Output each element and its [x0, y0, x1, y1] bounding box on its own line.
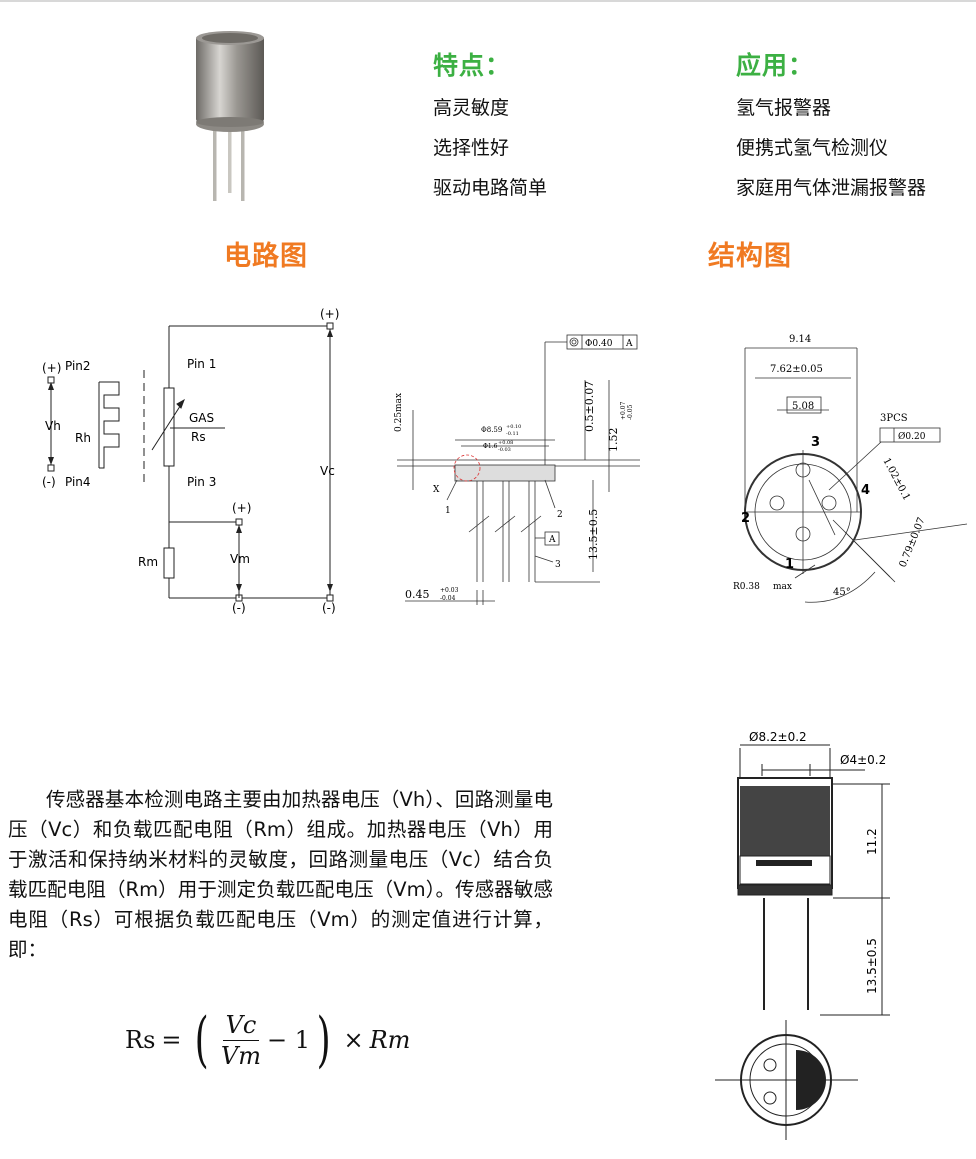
- features-title: 特点：: [433, 51, 512, 80]
- applications-block: 应用： 氢气报警器 便携式氢气检测仪 家庭用气体泄漏报警器: [736, 46, 926, 212]
- feature-item: 高灵敏度: [433, 97, 510, 119]
- side-dimension-drawing: 0.25max Φ0.40 A 0.5±0.07 1.52 +0.07 -0.0…: [394, 334, 640, 605]
- pin-number: 1: [785, 557, 794, 572]
- pin-number: 3: [811, 435, 820, 450]
- pcs-label: 3PCS: [880, 413, 908, 424]
- formula-equals: =: [161, 1026, 182, 1054]
- circuit-section-title: 电路图: [224, 241, 308, 272]
- rs-formula: Rs = ( Vc Vm − 1 ) × Rm: [125, 1010, 410, 1070]
- sensor-photo: [196, 31, 264, 201]
- outline-dimension-drawing: Ø8.2±0.2 Ø4±0.2 11.2 13.5±0.5: [715, 730, 890, 1140]
- pin3-label: Pin 3: [187, 475, 216, 489]
- pin-number: 2: [741, 511, 750, 526]
- dim-tol-up: +0.10: [506, 424, 521, 430]
- pin2-label: Pin2: [65, 359, 91, 373]
- rs-label: Rs: [191, 430, 206, 444]
- position-tol-label: Ø0.20: [898, 431, 926, 442]
- rh-label: Rh: [75, 431, 91, 445]
- diameter-label: Ø8.2±0.2: [749, 730, 807, 744]
- bottom-dimension-drawing: 9.14 7.62±0.05 5.08 3PCS Ø0.20 1.02±0.1 …: [733, 334, 968, 603]
- circuit-diagram: (+) Pin2 (-) Pin4 Vh Rh Pin 1 GAS Rs Pin…: [42, 307, 339, 615]
- formula-numerator: Vc: [222, 1011, 260, 1041]
- detail-x-label: X: [433, 485, 440, 495]
- length-label: 13.5±0.5: [587, 509, 600, 560]
- dim-label: 1.02±0.1: [880, 456, 912, 502]
- application-item: 氢气报警器: [736, 97, 832, 119]
- radius-label: R0.38: [733, 582, 760, 592]
- callout-3: 3: [555, 560, 561, 570]
- gas-label: GAS: [189, 411, 214, 425]
- dim-label: Φ1.6: [483, 443, 498, 450]
- diameter-label: Ø4±0.2: [840, 753, 886, 767]
- height-max-label: 0.25max: [394, 393, 404, 432]
- vc-label: Vc: [320, 464, 335, 478]
- pin-length-label: 13.5±0.5: [865, 938, 879, 994]
- angle-label: 45°: [833, 587, 851, 598]
- plus-label: (+): [320, 307, 339, 321]
- dim-tol-up: +0.08: [498, 440, 513, 446]
- tolerance-label: Φ0.40: [585, 339, 613, 349]
- minus-label: (-): [322, 601, 336, 615]
- plus-label: (+): [232, 501, 251, 515]
- applications-title: 应用：: [736, 51, 815, 80]
- plus-label: (+): [42, 361, 61, 375]
- structure-section-title: 结构图: [708, 241, 792, 272]
- feature-item: 选择性好: [433, 137, 510, 159]
- formula-open-paren: (: [194, 1005, 209, 1075]
- pin-dia-tol-up: +0.03: [440, 587, 459, 594]
- formula-times: ×: [343, 1026, 364, 1054]
- application-item: 家庭用气体泄漏报警器: [736, 177, 927, 199]
- dim-tol-down: -0.03: [498, 447, 511, 453]
- dim-label: 9.14: [789, 334, 811, 345]
- dim-label: 0.79±0.07: [898, 516, 928, 569]
- pin-number: 4: [861, 483, 870, 498]
- rm-label: Rm: [138, 555, 158, 569]
- pin-dia-label: 0.45: [405, 588, 430, 601]
- formula-lhs: Rs: [125, 1026, 156, 1054]
- formula-rm: Rm: [369, 1026, 411, 1054]
- pin-dia-tol-down: -0.04: [440, 595, 456, 602]
- datum-label: A: [548, 535, 556, 545]
- application-item: 便携式氢气检测仪: [736, 137, 889, 159]
- radius-max-label: max: [773, 582, 792, 592]
- top-divider: [0, 0, 976, 2]
- pin4-label: Pin4: [65, 475, 91, 489]
- datum-label: A: [625, 339, 633, 349]
- vh-label: Vh: [45, 419, 61, 433]
- dim-label: 0.5±0.07: [583, 381, 596, 432]
- description-text: 传感器基本检测电路主要由加热器电压（Vh）、回路测量电压（Vc）和负载匹配电阻（…: [8, 788, 553, 961]
- callout-2: 2: [557, 510, 563, 520]
- description-paragraph: 传感器基本检测电路主要由加热器电压（Vh）、回路测量电压（Vc）和负载匹配电阻（…: [8, 785, 553, 965]
- height-label: 11.2: [865, 828, 879, 855]
- dim-label: 1.52: [607, 428, 620, 453]
- dim-label: Φ8.59: [481, 426, 502, 434]
- dim-label: 7.62±0.05: [770, 364, 823, 375]
- formula-close-paren: ): [316, 1005, 331, 1075]
- formula-fraction: Vc Vm: [221, 1011, 261, 1070]
- minus-label: (-): [42, 475, 56, 489]
- dim-label: 5.08: [792, 401, 814, 412]
- callout-1: 1: [445, 506, 451, 516]
- dim-tol-up: +0.07: [620, 401, 627, 420]
- features-block: 特点： 高灵敏度 选择性好 驱动电路简单: [433, 46, 547, 212]
- formula-denominator: Vm: [220, 1041, 262, 1070]
- minus-label: (-): [232, 601, 246, 615]
- dim-tol-down: -0.05: [627, 404, 634, 420]
- vm-label: Vm: [230, 552, 250, 566]
- pin1-label: Pin 1: [187, 357, 216, 371]
- formula-minus-one: − 1: [267, 1026, 311, 1054]
- feature-item: 驱动电路简单: [433, 177, 548, 199]
- dim-tol-down: -0.11: [506, 431, 519, 437]
